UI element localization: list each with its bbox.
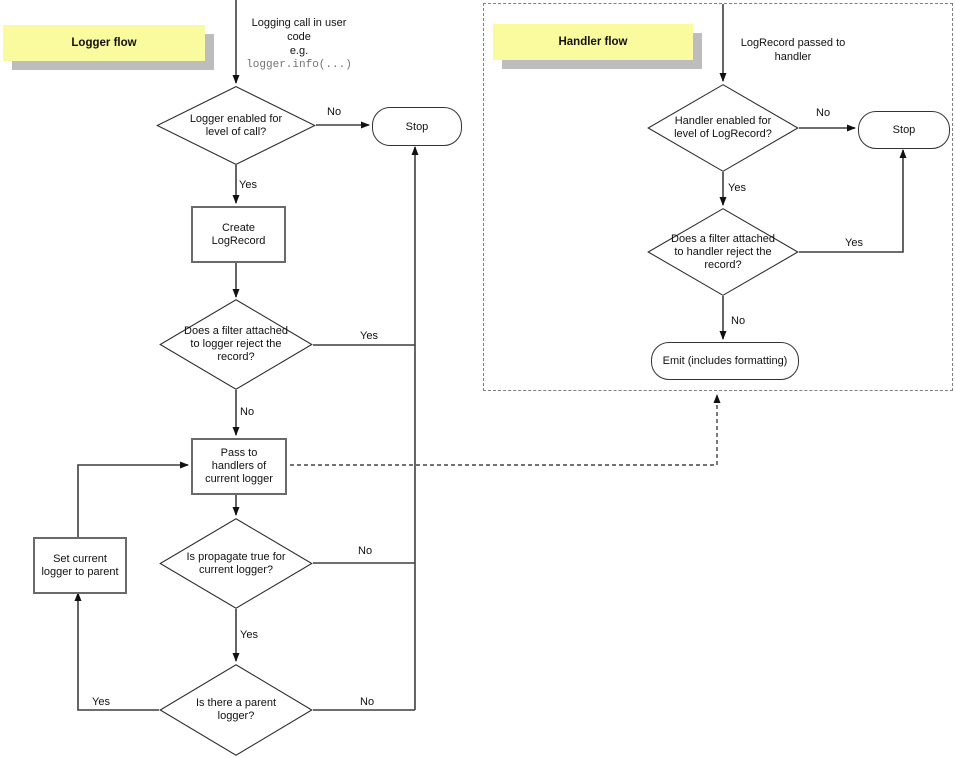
logger-entry-code: logger.info(...) [246, 59, 352, 71]
edge-label-yes-handler-enabled: Yes [728, 182, 746, 194]
decision-logger-enabled: Logger enabled for level of call? [156, 86, 316, 165]
arrow-set-pass [77, 461, 189, 537]
dashed-arrow-pass-to-handler-flow [283, 394, 721, 466]
handler-flow-title: Handler flow [558, 36, 628, 48]
decision-parent-logger-label: Is there a parent logger? [195, 697, 277, 722]
process-pass-to-handlers: Pass to handlers of current logger [191, 438, 287, 495]
edge-label-no-logger-filter: No [240, 406, 255, 418]
terminator-emit: Emit (includes formatting) [651, 342, 799, 380]
logger-flow-title: Logger flow [71, 37, 137, 49]
edge-label-no-parent: No [360, 696, 375, 708]
decision-handler-enabled: Handler enabled for level of LogRecord? [647, 84, 799, 172]
handler-flow-title-note: Handler flow [493, 24, 693, 60]
edge-label-yes-handler-filter: Yes [845, 237, 863, 249]
logger-entry-caption-text: Logging call in user code e.g. [251, 17, 347, 57]
arrow-d4-yes-set [74, 592, 159, 711]
decision-logger-filter-reject-label: Does a filter attached to logger reject … [184, 325, 288, 363]
stop-label: Stop [405, 120, 429, 133]
edge-label-yes-logger-filter: Yes [360, 330, 378, 342]
edge-label-no-handler-enabled: No [816, 107, 831, 119]
edge-label-yes-parent: Yes [92, 696, 110, 708]
terminator-stop-logger: Stop [372, 107, 462, 146]
decision-logger-filter-reject: Does a filter attached to logger reject … [159, 299, 313, 390]
terminator-stop-handler: Stop [858, 111, 950, 149]
edge-label-yes-logger-enabled: Yes [239, 179, 257, 191]
emit-label: Emit (includes formatting) [662, 355, 788, 367]
decision-handler-enabled-label: Handler enabled for level of LogRecord? [674, 115, 772, 140]
edge-label-yes-propagate: Yes [240, 629, 258, 641]
handler-flow-panel [483, 3, 953, 391]
decision-propagate: Is propagate true for current logger? [159, 518, 313, 609]
logger-flow-title-note: Logger flow [3, 25, 205, 61]
decision-propagate-label: Is propagate true for current logger? [186, 550, 286, 576]
process-create-logrecord: Create LogRecord [191, 206, 286, 263]
decision-handler-filter-reject-label: Does a filter attached to handler reject… [671, 232, 775, 271]
decision-parent-logger: Is there a parent logger? [159, 664, 313, 756]
logger-entry-caption: Logging call in user code e.g. logger.in… [240, 16, 358, 72]
edge-label-no-propagate: No [358, 545, 373, 557]
stop-label: Stop [892, 124, 916, 136]
decision-logger-enabled-label: Logger enabled for level of call? [189, 112, 283, 138]
decision-handler-filter-reject: Does a filter attached to handler reject… [647, 208, 799, 296]
edge-label-no-logger-enabled: No [327, 106, 342, 118]
handler-entry-caption: LogRecord passed to handler [740, 37, 846, 63]
arrow-h2-yes-stop [799, 149, 907, 253]
edge-label-no-handler-filter: No [731, 315, 746, 327]
process-set-current-logger: Set current logger to parent [33, 537, 127, 594]
